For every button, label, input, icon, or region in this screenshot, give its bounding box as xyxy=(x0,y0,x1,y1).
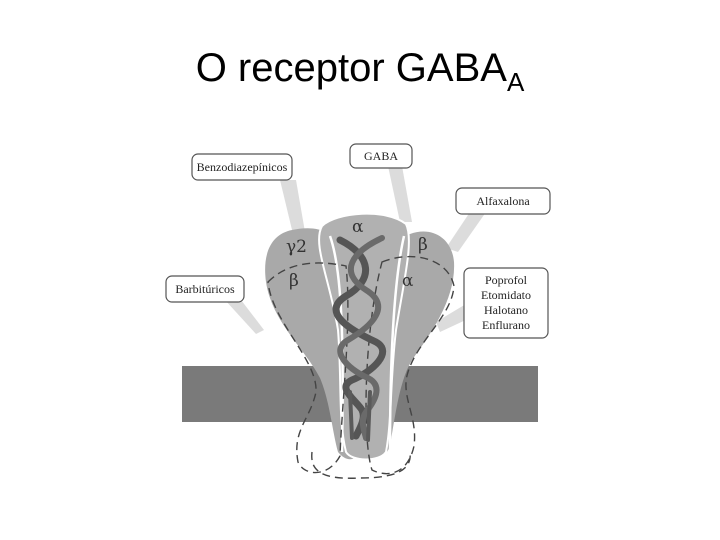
callout-anesthetic-item: Etomidato xyxy=(481,288,531,302)
callout-barbituricos-text: Barbitúricos xyxy=(175,282,235,296)
callout-alfaxalona: Alfaxalona xyxy=(455,187,551,215)
dashed-outline-bottom xyxy=(311,451,411,479)
callout-gaba: GABA xyxy=(349,143,413,169)
dashed-outline-left xyxy=(267,262,349,474)
callout-anesthetic-item: Halotano xyxy=(484,303,528,317)
callout-benzodiazepines-text: Benzodiazepínicos xyxy=(197,160,288,174)
label-alpha-right: α xyxy=(402,271,414,291)
pointer-gaba xyxy=(388,166,412,222)
subunit-divider-right xyxy=(388,235,406,453)
callout-anesthetic-item: Poprofol xyxy=(485,273,528,287)
callout-alfaxalona-text: Alfaxalona xyxy=(476,194,530,208)
label-gamma2: γ2 xyxy=(286,237,307,257)
callout-anesthetic-item: Enflurano xyxy=(482,318,530,332)
title-subscript: A xyxy=(506,67,525,97)
pointer-benzodiazepines xyxy=(280,180,305,234)
callout-benzodiazepines: Benzodiazepínicos xyxy=(191,153,293,181)
callout-barbituricos: Barbitúricos xyxy=(165,275,245,303)
title-main: O receptor GABA xyxy=(195,46,507,90)
callout-anesthetics: Poprofol Etomidato Halotano Enflurano xyxy=(463,267,549,339)
label-beta-left: β xyxy=(289,271,299,291)
label-beta-right: β xyxy=(418,235,428,255)
pointer-barbituricos xyxy=(225,296,264,334)
dashed-outline-right xyxy=(365,255,455,475)
label-alpha-center: α xyxy=(352,217,364,237)
pointer-anesthetics xyxy=(436,304,470,332)
pointer-alfaxalona xyxy=(446,212,486,252)
callout-gaba-text: GABA xyxy=(364,149,398,163)
slide-title: O receptor GABAA xyxy=(0,44,720,106)
helix-ribbon xyxy=(332,235,387,442)
